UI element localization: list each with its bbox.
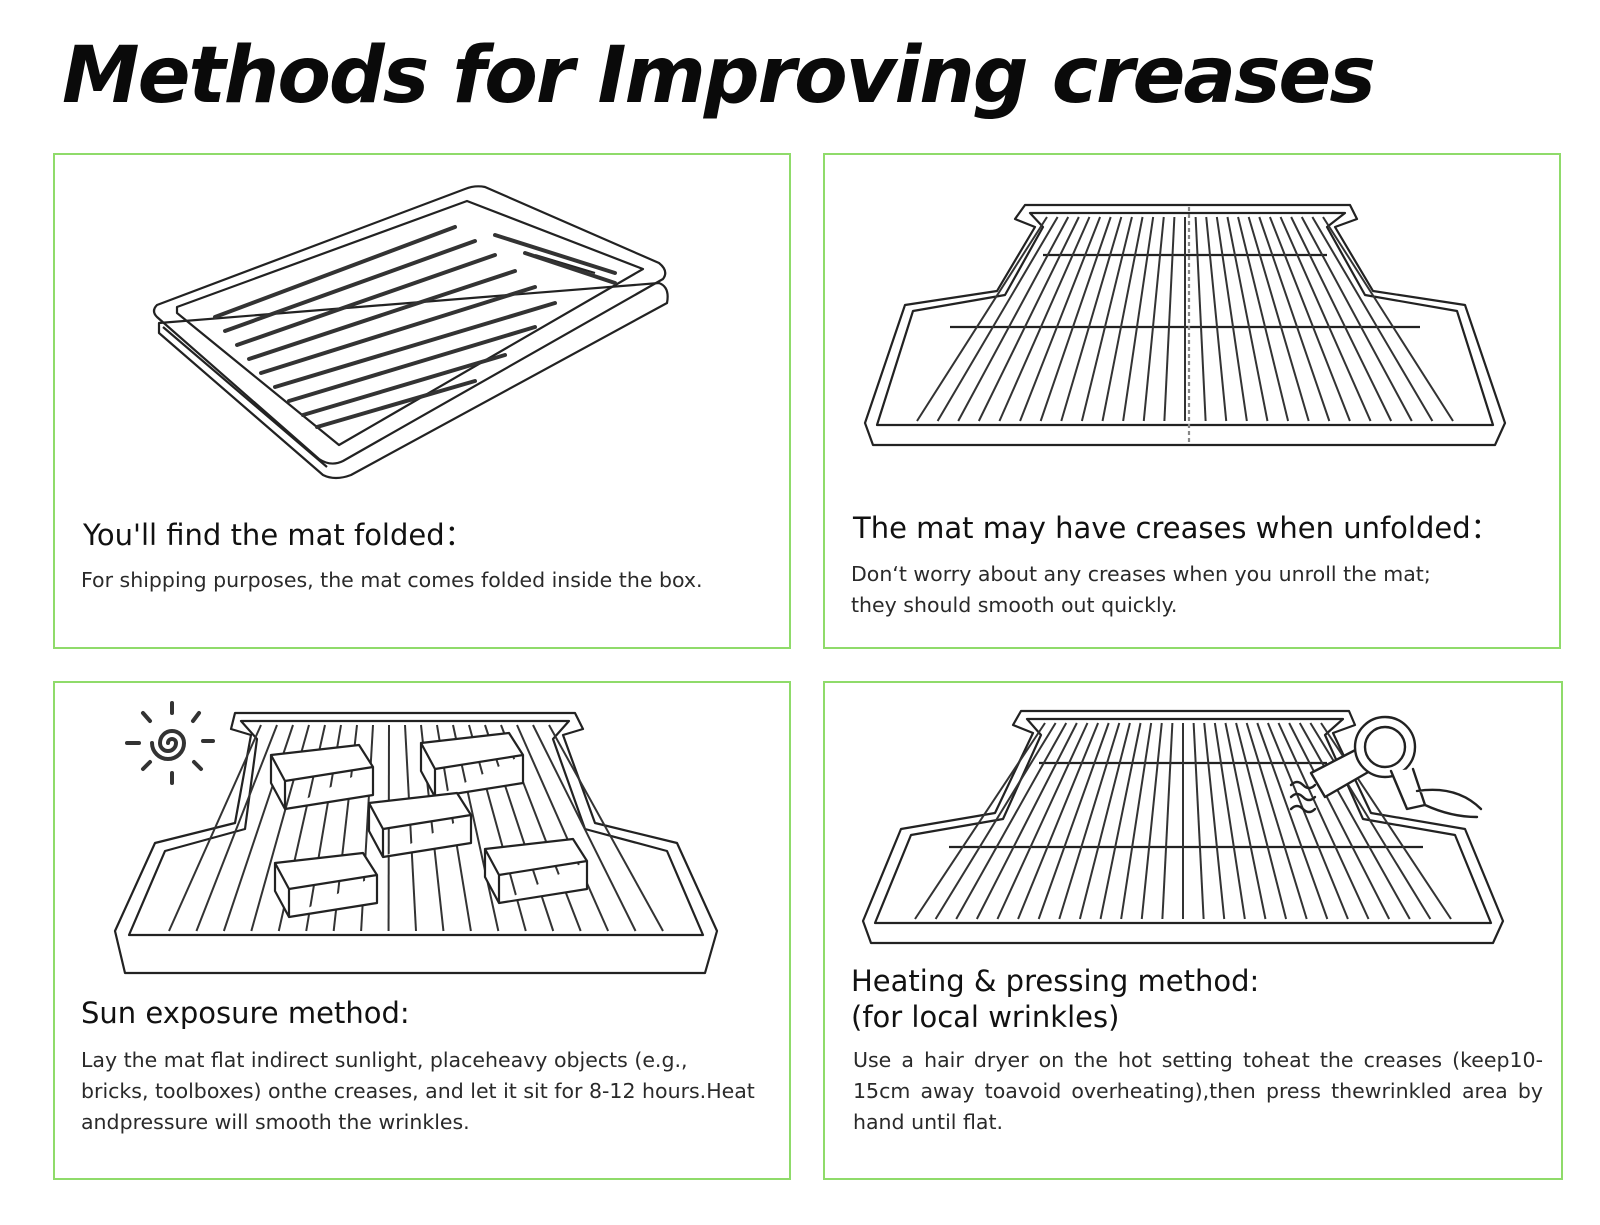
- mat-rib-line: [1194, 216, 1207, 422]
- mat-with-dryer-illustration: [861, 709, 1505, 945]
- mat-rib-line: [1161, 722, 1174, 920]
- panel-body: For shipping purposes, the mat comes fol…: [81, 568, 703, 592]
- mat-rib-line: [1122, 216, 1155, 422]
- panel-unfolded-mat: The mat may have creases when unfolded： …: [823, 153, 1561, 649]
- mat-rib-line: [1298, 722, 1411, 920]
- mat-rib-line: [934, 722, 1057, 920]
- mat-rib-line: [1080, 216, 1133, 422]
- mat-rib-line: [404, 724, 417, 932]
- mat-rib-line: [996, 722, 1089, 920]
- mat-rib-line: [1039, 216, 1112, 422]
- mat-rib-line: [548, 724, 664, 932]
- mat-rib-line: [1279, 216, 1372, 422]
- panel-heating-pressing: Heating & pressing method: (for local wr…: [823, 681, 1563, 1180]
- panel-sun-exposure: Sun exposure method: Lay the mat flat in…: [53, 681, 791, 1180]
- panel-heading: Sun exposure method:: [81, 996, 410, 1030]
- mat-rib-line: [1245, 722, 1308, 920]
- mat-rib-line: [1017, 722, 1100, 920]
- mat-rib-line: [1266, 722, 1349, 920]
- mat-rib-line: [1256, 722, 1329, 920]
- mat-rib-line: [914, 722, 1046, 920]
- sun-icon: [125, 701, 215, 785]
- mat-rib-line: [168, 724, 262, 932]
- mat-rib-line: [1058, 722, 1121, 920]
- mat-rib-line: [516, 724, 610, 932]
- page-title: Methods for Improving creases: [62, 31, 1376, 121]
- mat-rib-line: [1078, 722, 1131, 920]
- unfolded-mat-illustration: [863, 203, 1507, 447]
- mat-rib-line: [1213, 722, 1246, 920]
- mat-rib-line: [916, 216, 1048, 422]
- mat-rib-line: [1120, 722, 1153, 920]
- mat-rib-line: [1288, 722, 1391, 920]
- mat-rib-line: [1277, 722, 1370, 920]
- mat-rib-line: [1019, 216, 1102, 422]
- mat-rib-line: [1237, 216, 1290, 422]
- mat-rib-line: [532, 724, 637, 932]
- mat-rib-line: [975, 722, 1078, 920]
- panel-heading: Heating & pressing method: (for local wr…: [851, 964, 1260, 1035]
- panel-folded-mat: You'll find the mat folded： For shipping…: [53, 153, 791, 649]
- mat-rib-line: [1300, 216, 1413, 422]
- mat-rib-line: [1205, 216, 1228, 422]
- mat-rib-line: [936, 216, 1059, 422]
- mat-rib-line: [1268, 216, 1351, 422]
- mat-rib-line: [1290, 216, 1393, 422]
- panel-body: Use a hair dryer on the hot setting tohe…: [853, 1048, 1543, 1134]
- mat-rib-line: [1226, 216, 1269, 422]
- mat-rib-line: [998, 216, 1091, 422]
- mat-rib-line: [1224, 722, 1267, 920]
- mat-rib-line: [1101, 216, 1144, 422]
- mat-rib-line: [977, 216, 1080, 422]
- panel-heading: The mat may have creases when unfolded：: [853, 511, 1500, 545]
- mat-rib-line: [1215, 216, 1248, 422]
- mat-rib-line: [1247, 216, 1310, 422]
- mat-rib-line: [1309, 722, 1432, 920]
- folded-mat-illustration: [152, 185, 669, 480]
- mat-rib-line: [195, 724, 278, 932]
- mat-rib-line: [1235, 722, 1288, 920]
- mat-rib-line: [955, 722, 1068, 920]
- mat-rib-line: [1037, 722, 1110, 920]
- brick-icon: [269, 731, 589, 919]
- mat-rib-line: [1192, 722, 1205, 920]
- mat-rib-line: [1258, 216, 1331, 422]
- mat-rib-line: [1163, 216, 1176, 422]
- mat-rib-line: [1060, 216, 1123, 422]
- mat-rib-line: [1311, 216, 1434, 422]
- mat-rib-line: [1099, 722, 1142, 920]
- mat-rib-line: [1140, 722, 1163, 920]
- panel-heading: You'll find the mat folded：: [83, 518, 474, 552]
- mat-rib-line: [1203, 722, 1226, 920]
- mat-with-bricks-illustration: [113, 711, 719, 975]
- panel-body: Don‘t worry about any creases when you u…: [851, 562, 1431, 617]
- hair-dryer-icon: [1289, 715, 1483, 819]
- mat-rib-line: [1322, 216, 1454, 422]
- panel-body: Lay the mat flat indirect sunlight, plac…: [81, 1048, 755, 1134]
- mat-rib-line: [957, 216, 1070, 422]
- mat-rib-line: [1142, 216, 1165, 422]
